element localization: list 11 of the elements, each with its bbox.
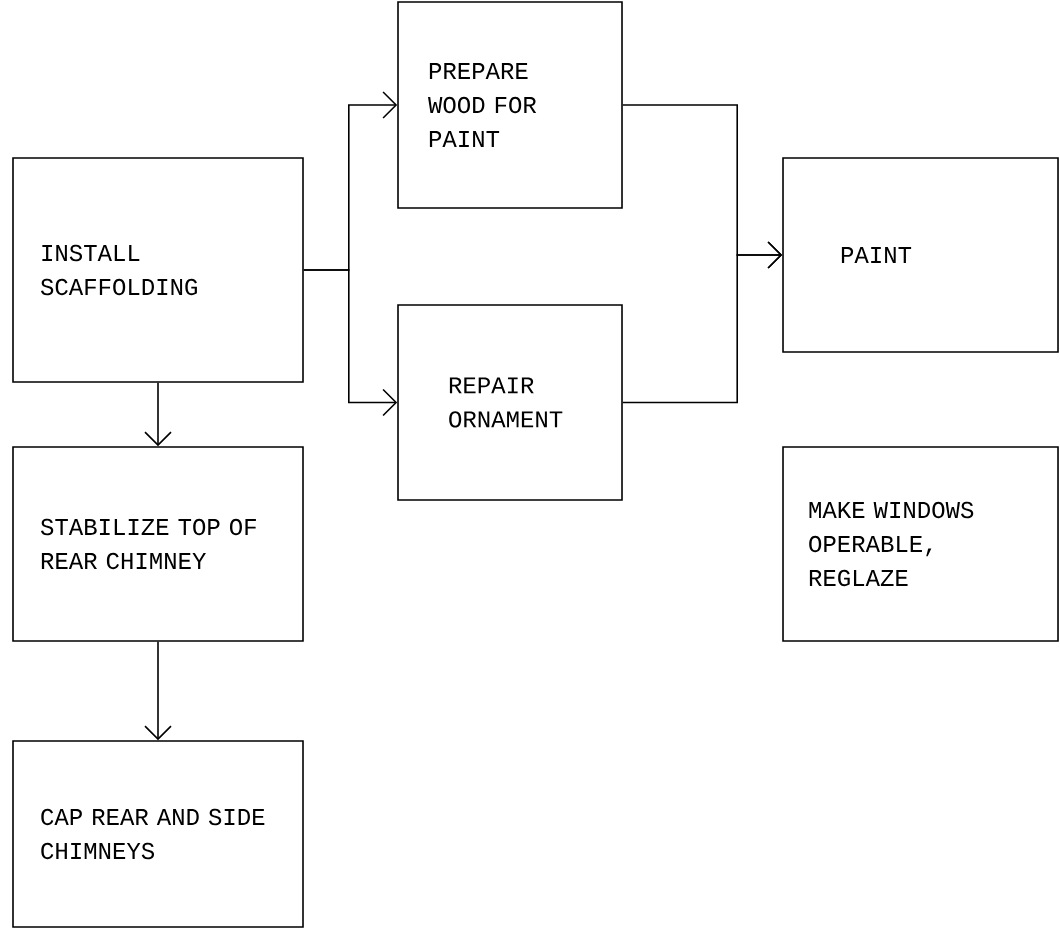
arrow: [622, 241, 783, 404]
process-box: CAP REAR AND SIDE CHIMNEYS: [12, 740, 304, 928]
process-box: MAKE WINDOWS OPERABLE, REGLAZE: [782, 446, 1059, 642]
process-box: STABILIZE TOP OF REAR CHIMNEY: [12, 446, 304, 642]
process-box: INSTALL SCAFFOLDING: [12, 157, 304, 383]
process-box: REPAIR ORNAMENT: [397, 304, 623, 501]
process-box: PAINT: [782, 157, 1059, 353]
arrow: [303, 269, 398, 417]
arrow: [144, 382, 172, 447]
arrow: [144, 641, 172, 741]
process-box: PREPARE WOOD FOR PAINT: [397, 1, 623, 209]
